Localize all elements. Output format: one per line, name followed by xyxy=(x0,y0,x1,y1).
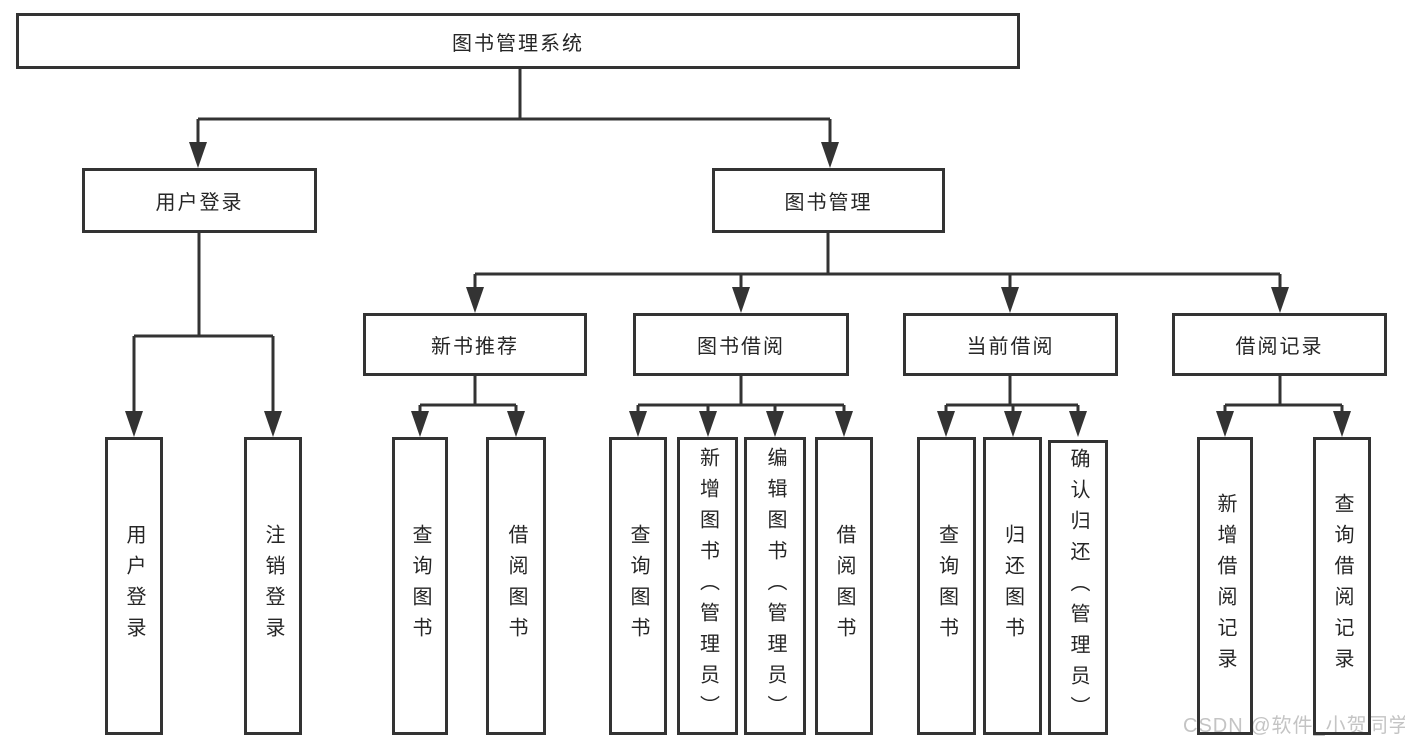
node-label: 新增图书（管理员） xyxy=(696,446,719,726)
leaf-current-return-books: 归还图书 xyxy=(983,437,1042,735)
node-label: 注销登录 xyxy=(262,524,284,648)
arrow-down-icon xyxy=(1004,411,1022,437)
node-label: 编辑图书（管理员） xyxy=(764,446,786,726)
leaf-record-add-borrow-record: 新增借阅记录 xyxy=(1197,437,1253,735)
node-label: 查询图书 xyxy=(409,524,431,648)
node-book-management: 图书管理 xyxy=(712,168,945,233)
arrow-down-icon xyxy=(1271,287,1289,313)
node-label: 借阅图书 xyxy=(833,524,855,648)
arrow-down-icon xyxy=(699,411,717,437)
arrow-down-icon xyxy=(264,411,282,437)
arrow-down-icon xyxy=(507,411,525,437)
arrow-down-icon xyxy=(937,411,955,437)
arrow-down-icon xyxy=(629,411,647,437)
leaf-record-query-borrow-record: 查询借阅记录 xyxy=(1313,437,1371,735)
node-label: 新增借阅记录 xyxy=(1214,493,1236,679)
leaf-borrow-query-books: 查询图书 xyxy=(609,437,667,735)
leaf-borrow-add-books-admin: 新增图书（管理员） xyxy=(677,437,738,735)
arrow-down-icon xyxy=(466,287,484,313)
node-library-management-system: 图书管理系统 xyxy=(16,13,1020,69)
arrow-down-icon xyxy=(1216,411,1234,437)
arrow-down-icon xyxy=(1333,411,1351,437)
node-label: 查询图书 xyxy=(627,524,649,648)
node-user-login: 用户登录 xyxy=(82,168,317,233)
arrow-down-icon xyxy=(189,142,207,168)
leaf-logout: 注销登录 xyxy=(244,437,302,735)
leaf-borrow-edit-books-admin: 编辑图书（管理员） xyxy=(744,437,806,735)
arrow-down-icon xyxy=(411,411,429,437)
arrow-down-icon xyxy=(1001,287,1019,313)
csdn-watermark: CSDN @软件_小贺同学 xyxy=(1183,715,1405,737)
leaf-newbook-borrow-books: 借阅图书 xyxy=(486,437,546,735)
arrow-down-icon xyxy=(732,287,750,313)
leaf-current-confirm-return-admin: 确认归还（管理员） xyxy=(1048,440,1108,735)
leaf-borrow-borrow-books: 借阅图书 xyxy=(815,437,873,735)
leaf-newbook-query-books: 查询图书 xyxy=(392,437,448,735)
arrow-down-icon xyxy=(766,411,784,437)
node-label: 查询图书 xyxy=(935,524,958,648)
arrow-down-icon xyxy=(125,411,143,437)
arrow-down-icon xyxy=(821,142,839,168)
node-new-book-recommendation: 新书推荐 xyxy=(363,313,587,376)
node-label: 归还图书 xyxy=(1001,524,1024,648)
leaf-current-query-books: 查询图书 xyxy=(917,437,976,735)
node-label: 用户登录 xyxy=(123,524,145,648)
node-label: 确认归还（管理员） xyxy=(1067,448,1089,727)
node-label: 借阅图书 xyxy=(505,524,527,648)
node-book-borrowing: 图书借阅 xyxy=(633,313,849,376)
node-current-borrowing: 当前借阅 xyxy=(903,313,1118,376)
node-borrowing-records: 借阅记录 xyxy=(1172,313,1387,376)
arrow-down-icon xyxy=(1069,411,1087,437)
leaf-user-login: 用户登录 xyxy=(105,437,163,735)
node-label: 查询借阅记录 xyxy=(1331,493,1353,679)
arrow-down-icon xyxy=(835,411,853,437)
